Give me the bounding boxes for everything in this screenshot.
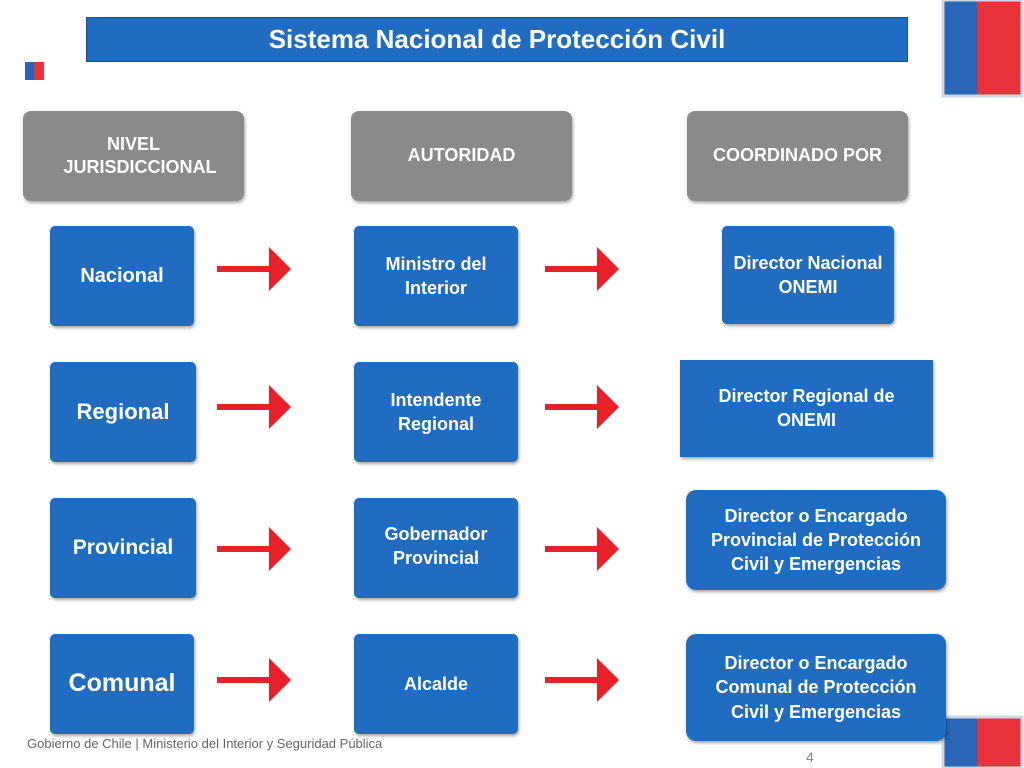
- nivel-regional-label: Regional: [76, 399, 170, 425]
- flag-icon: [25, 62, 44, 80]
- arrow-right-icon: [545, 658, 619, 702]
- header-nivel: NIVEL JURISDICCIONAL: [23, 111, 244, 201]
- autoridad-ministro: Ministro del Interior: [354, 226, 518, 326]
- coordinado-director-nacional-label: Director Nacional ONEMI: [733, 252, 883, 297]
- nivel-nacional-label: Nacional: [80, 264, 164, 287]
- header-coordinado: COORDINADO POR: [687, 111, 908, 201]
- arrow-right-icon: [545, 247, 619, 291]
- coordinado-director-regional: Director Regional de ONEMI: [680, 360, 933, 457]
- autoridad-ministro-label: Ministro del Interior: [385, 253, 487, 298]
- coordinado-director-comunal: Director o Encargado Comunal de Protecci…: [686, 634, 946, 741]
- arrow-right-icon: [217, 527, 291, 571]
- arrow-right-icon: [217, 385, 291, 429]
- arrow-right-icon: [545, 385, 619, 429]
- autoridad-gobernador-label: Gobernador Provincial: [384, 524, 488, 569]
- nivel-comunal: Comunal: [50, 634, 194, 734]
- arrow-right-icon: [217, 658, 291, 702]
- flag-decoration-top: [941, 0, 1024, 98]
- nivel-nacional: Nacional: [50, 226, 194, 326]
- autoridad-alcalde: Alcalde: [354, 634, 518, 734]
- autoridad-alcalde-label: Alcalde: [403, 673, 469, 694]
- arrow-right-icon: [217, 247, 291, 291]
- flag-decoration-bottom: [941, 715, 1024, 768]
- coordinado-director-comunal-label: Director o Encargado Comunal de Protecci…: [715, 653, 917, 722]
- page-title: Sistema Nacional de Protección Civil: [86, 17, 908, 62]
- header-autoridad-label: AUTORIDAD: [407, 145, 516, 166]
- autoridad-intendente-label: Intendente Regional: [390, 389, 482, 434]
- autoridad-intendente: Intendente Regional: [354, 362, 518, 462]
- header-coordinado-label: COORDINADO POR: [712, 145, 882, 166]
- coordinado-director-provincial: Director o Encargado Provincial de Prote…: [686, 490, 946, 590]
- arrow-right-icon: [545, 527, 619, 571]
- coordinado-director-regional-label: Director Regional de ONEMI: [718, 386, 895, 431]
- header-autoridad: AUTORIDAD: [351, 111, 572, 201]
- page-number: 4: [806, 749, 814, 765]
- nivel-provincial: Provincial: [50, 498, 196, 598]
- nivel-provincial-label: Provincial: [72, 535, 174, 559]
- coordinado-director-provincial-label: Director o Encargado Provincial de Prote…: [710, 505, 922, 575]
- nivel-regional: Regional: [50, 362, 196, 462]
- footer-text: Gobierno de Chile | Ministerio del Inter…: [27, 736, 383, 751]
- coordinado-director-nacional: Director Nacional ONEMI: [722, 226, 894, 324]
- header-nivel-label: NIVEL JURISDICCIONAL: [63, 133, 217, 177]
- nivel-comunal-label: Comunal: [68, 669, 176, 698]
- autoridad-gobernador: Gobernador Provincial: [354, 498, 518, 598]
